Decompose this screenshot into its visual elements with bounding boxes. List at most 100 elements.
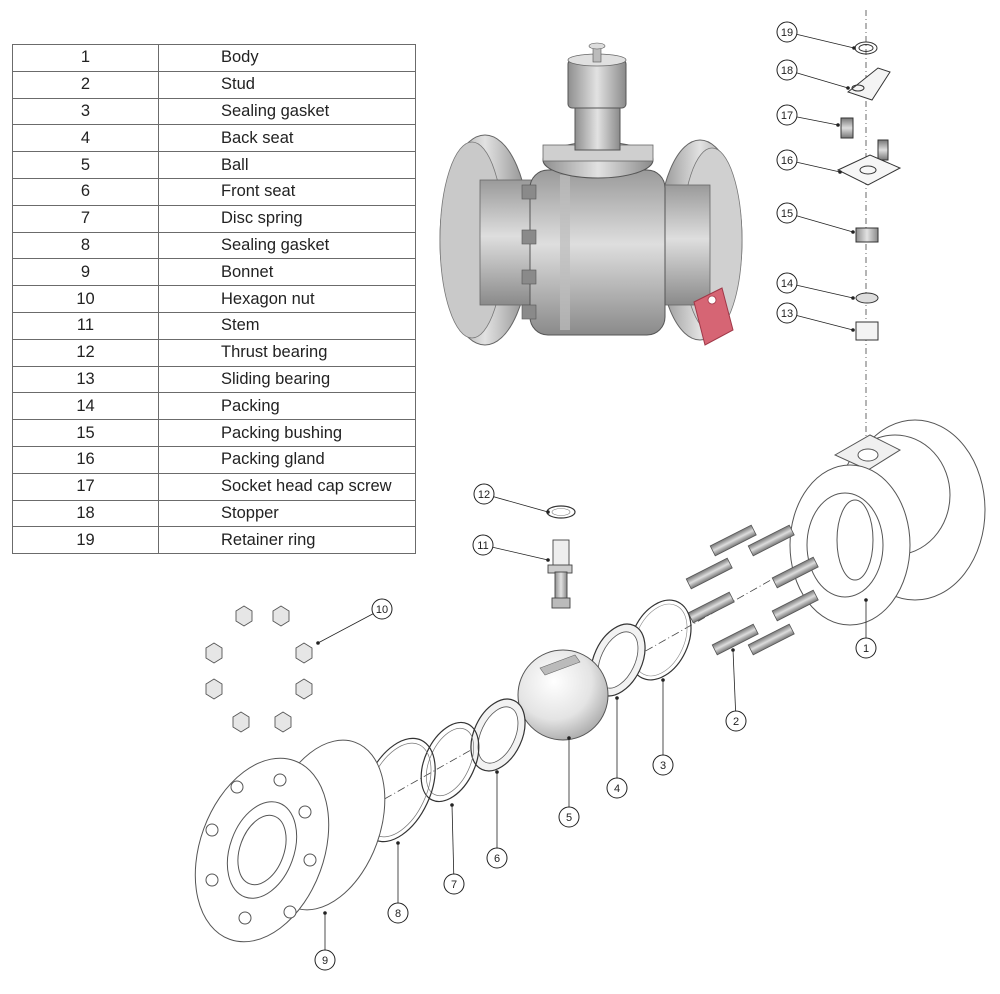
body-outline bbox=[789, 419, 986, 626]
callout-circle bbox=[371, 598, 393, 620]
callout-leader-tip bbox=[851, 296, 855, 300]
callout-11: 11 bbox=[472, 534, 550, 562]
part-number: 4 bbox=[12, 124, 159, 153]
part-name: Bonnet bbox=[158, 258, 416, 287]
part-name: Sealing gasket bbox=[158, 231, 416, 260]
part-name: Sealing gasket bbox=[158, 97, 416, 126]
callout-12: 12 bbox=[473, 483, 550, 514]
callout-3: 3 bbox=[652, 678, 674, 776]
callout-leader-line bbox=[451, 804, 455, 885]
packing-gland-part bbox=[836, 154, 902, 186]
callout-number: 1 bbox=[863, 643, 869, 655]
part-number: 10 bbox=[12, 285, 159, 313]
callout-leader-tip bbox=[316, 641, 320, 645]
callout-circle bbox=[606, 777, 628, 799]
valve-photo bbox=[439, 42, 743, 346]
callout-leader-tip bbox=[838, 170, 842, 174]
callout-leader-tip bbox=[864, 598, 868, 602]
callout-number: 13 bbox=[781, 308, 793, 320]
hexagon-nuts bbox=[205, 605, 313, 733]
callout-leader-line bbox=[317, 608, 383, 644]
callout-13: 13 bbox=[776, 302, 855, 332]
callout-number: 10 bbox=[376, 604, 388, 616]
part-number: 17 bbox=[12, 472, 159, 501]
callout-circle bbox=[776, 104, 798, 126]
packing-bushing-part bbox=[855, 227, 879, 243]
part-name: Packing gland bbox=[158, 445, 416, 474]
callout-number: 12 bbox=[478, 489, 490, 501]
callout-circle bbox=[473, 483, 495, 505]
callout-leader-tip bbox=[836, 123, 840, 127]
callout-leader-tip bbox=[450, 803, 454, 807]
ball-part bbox=[517, 649, 609, 741]
callout-leader-tip bbox=[546, 510, 550, 514]
callout-number: 5 bbox=[566, 812, 572, 824]
callout-8: 8 bbox=[387, 841, 409, 924]
callout-circle bbox=[776, 202, 798, 224]
callout-5: 5 bbox=[558, 736, 580, 828]
callout-9: 9 bbox=[314, 911, 336, 971]
callout-leader-tip bbox=[323, 911, 327, 915]
bonnet-outline bbox=[194, 739, 386, 943]
part-number: 5 bbox=[12, 151, 159, 179]
callout-leader-line bbox=[482, 544, 549, 561]
part-number: 3 bbox=[12, 97, 159, 126]
callout-17: 17 bbox=[776, 104, 840, 127]
callout-leader-line bbox=[786, 282, 854, 299]
callout-2: 2 bbox=[725, 648, 747, 732]
callout-circle bbox=[486, 847, 508, 869]
stem-part bbox=[547, 539, 573, 609]
callout-14: 14 bbox=[776, 272, 855, 300]
callout-19: 19 bbox=[776, 21, 856, 50]
callout-circle bbox=[387, 902, 409, 924]
studs bbox=[685, 524, 819, 656]
packing-gland-bore bbox=[859, 165, 877, 175]
part-name: Sliding bearing bbox=[158, 365, 416, 394]
callout-leader-line bbox=[786, 312, 854, 331]
callout-number: 15 bbox=[781, 208, 793, 220]
callout-leader-line bbox=[786, 212, 854, 233]
sliding-bearing-part bbox=[855, 321, 879, 341]
callout-circle bbox=[776, 272, 798, 294]
callout-leader-tip bbox=[731, 648, 735, 652]
callout-18: 18 bbox=[776, 59, 850, 90]
callout-number: 19 bbox=[781, 27, 793, 39]
callout-4: 4 bbox=[606, 696, 628, 799]
callout-number: 4 bbox=[614, 783, 620, 795]
callout-1: 1 bbox=[855, 598, 877, 659]
retainer-ring-inner bbox=[858, 44, 874, 52]
callout-number: 2 bbox=[733, 716, 739, 728]
part-number: 15 bbox=[12, 419, 159, 447]
callout-leader-tip bbox=[615, 696, 619, 700]
part-number: 12 bbox=[12, 338, 159, 367]
callout-leader-tip bbox=[851, 328, 855, 332]
part-name: Front seat bbox=[158, 177, 416, 206]
cap-screw-part-2 bbox=[877, 139, 889, 161]
callout-leader-tip bbox=[851, 230, 855, 234]
callout-number: 11 bbox=[477, 540, 488, 552]
packing-part bbox=[855, 292, 879, 304]
part-name: Packing bbox=[158, 392, 416, 421]
part-name: Disc spring bbox=[158, 204, 416, 233]
callout-circle bbox=[558, 806, 580, 828]
callout-leader-tip bbox=[661, 678, 665, 682]
callout-number: 8 bbox=[395, 908, 401, 920]
stopper-part bbox=[846, 67, 891, 101]
callout-number: 7 bbox=[451, 879, 457, 891]
callout-leader-tip bbox=[852, 46, 856, 50]
